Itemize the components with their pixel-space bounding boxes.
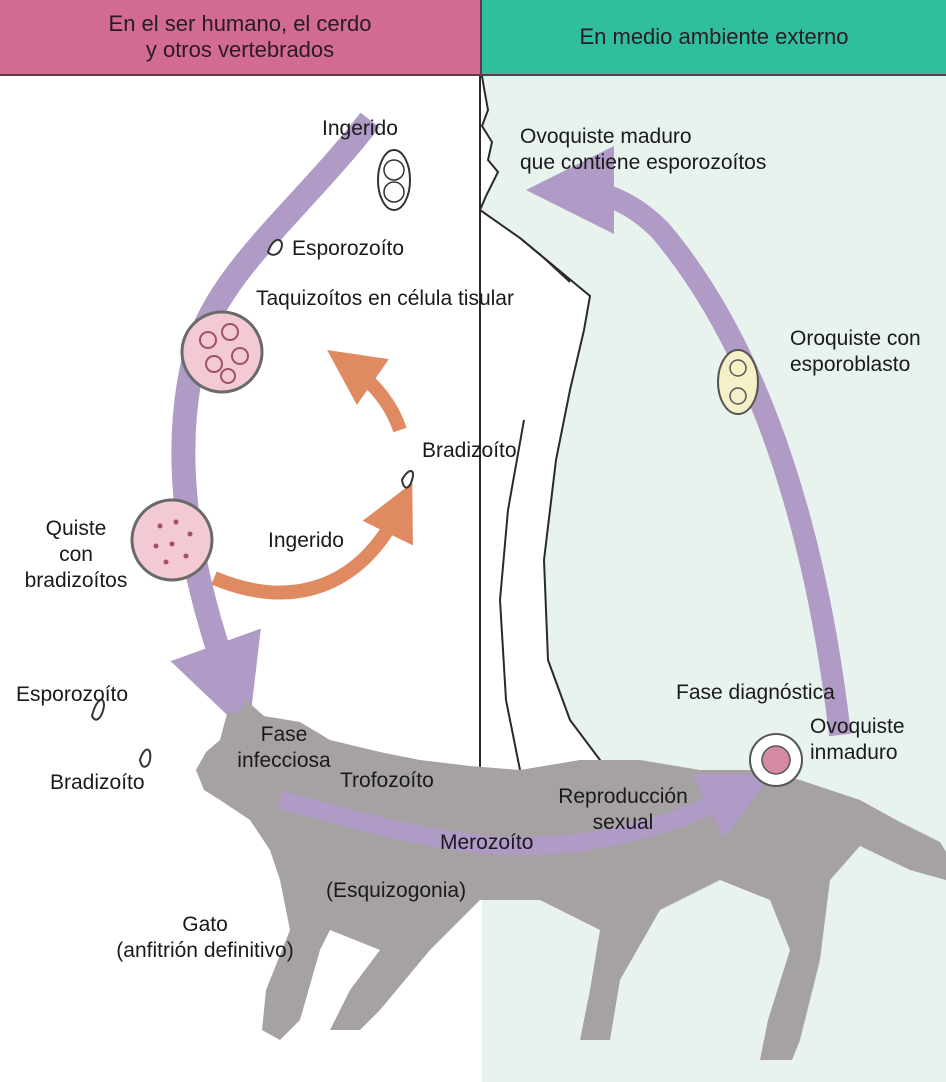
bradyzoite-mid-icon bbox=[402, 471, 413, 488]
label-trofozoito: Trofozoíto bbox=[340, 768, 434, 794]
label-merozoito: Merozoíto bbox=[440, 830, 533, 856]
header-human-zone: En el ser humano, el cerdo y otros verte… bbox=[0, 0, 482, 76]
label-reproduccion-sexual: Reproducción sexual bbox=[548, 784, 698, 836]
label-ingerido-mid: Ingerido bbox=[268, 528, 344, 554]
label-fase-diagnostica: Fase diagnóstica bbox=[676, 680, 835, 706]
label-taquizoitos: Taquizoítos en célula tisular bbox=[256, 286, 514, 312]
label-bradizoito-left: Bradizoíto bbox=[50, 770, 145, 796]
header-human-zone-label: En el ser humano, el cerdo y otros verte… bbox=[109, 11, 372, 63]
label-ovoquiste-inmaduro: Ovoquiste inmaduro bbox=[810, 714, 905, 766]
label-oroquiste: Oroquiste con esporoblasto bbox=[790, 326, 921, 378]
label-esporozoito-top: Esporozoíto bbox=[292, 236, 404, 262]
bradyzoite-cyst-icon bbox=[132, 500, 212, 580]
label-gato: Gato (anfitrión definitivo) bbox=[90, 912, 320, 964]
label-fase-infecciosa: Fase infecciosa bbox=[236, 722, 332, 774]
bradyzoite-left-icon bbox=[140, 750, 150, 767]
header-environment-zone-label: En medio ambiente externo bbox=[579, 24, 848, 50]
label-bradizoito-mid: Bradizoíto bbox=[422, 438, 517, 464]
label-esquizogonia: (Esquizogonia) bbox=[326, 878, 466, 904]
label-quiste: Quiste con bradizoítos bbox=[22, 516, 130, 594]
ingested-oocyst-icon bbox=[378, 150, 410, 210]
immature-oocyst-icon bbox=[750, 734, 802, 786]
tachyzoite-cell-icon bbox=[182, 312, 262, 392]
label-esporozoito-left: Esporozoíto bbox=[16, 682, 128, 708]
cycle-arc-left bbox=[183, 120, 370, 690]
label-ingerido-top: Ingerido bbox=[322, 116, 398, 142]
oocyst-sporoblast-icon bbox=[718, 350, 758, 414]
environment-background bbox=[482, 76, 946, 1082]
label-ovoquiste-maduro: Ovoquiste maduro que contiene esporozoít… bbox=[520, 124, 766, 176]
ingestion-arrow-upper bbox=[350, 366, 400, 430]
header-environment-zone: En medio ambiente externo bbox=[482, 0, 946, 76]
